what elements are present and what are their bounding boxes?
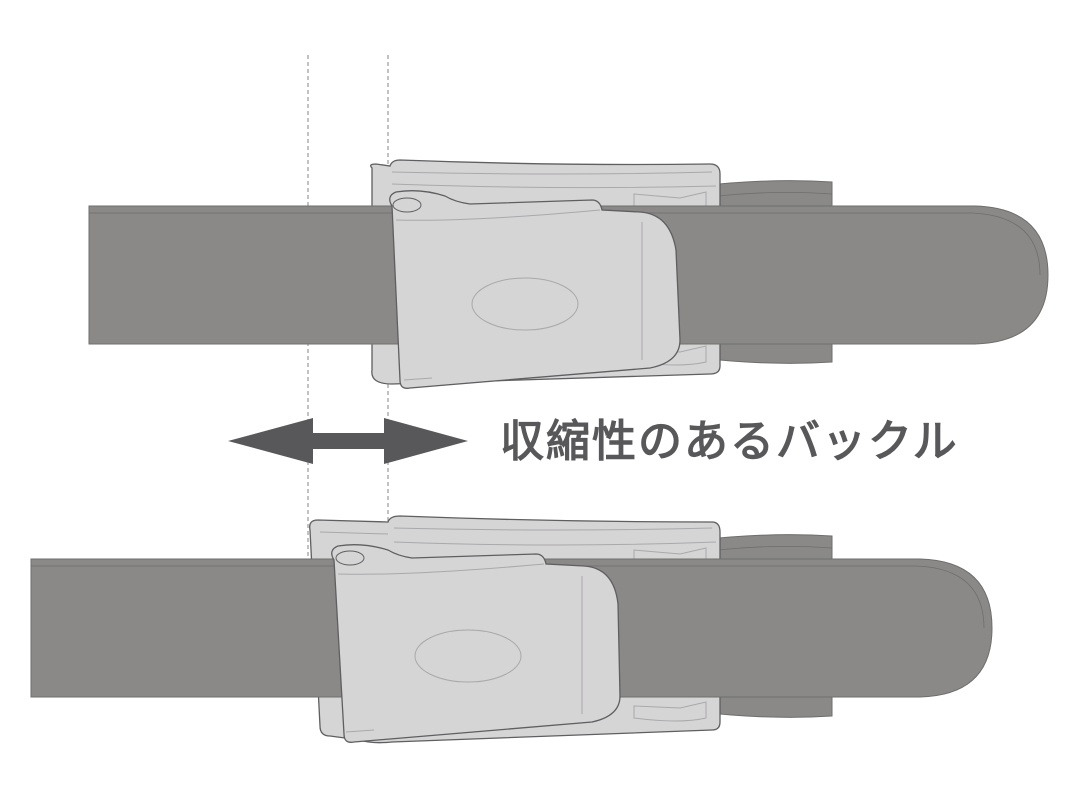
top-belt-assembly — [88, 159, 1049, 389]
double-arrow-icon — [228, 418, 468, 464]
bottom-belt-assembly — [30, 515, 993, 744]
caption-stretchable-buckle: 収縮性のあるバックル — [500, 416, 959, 467]
